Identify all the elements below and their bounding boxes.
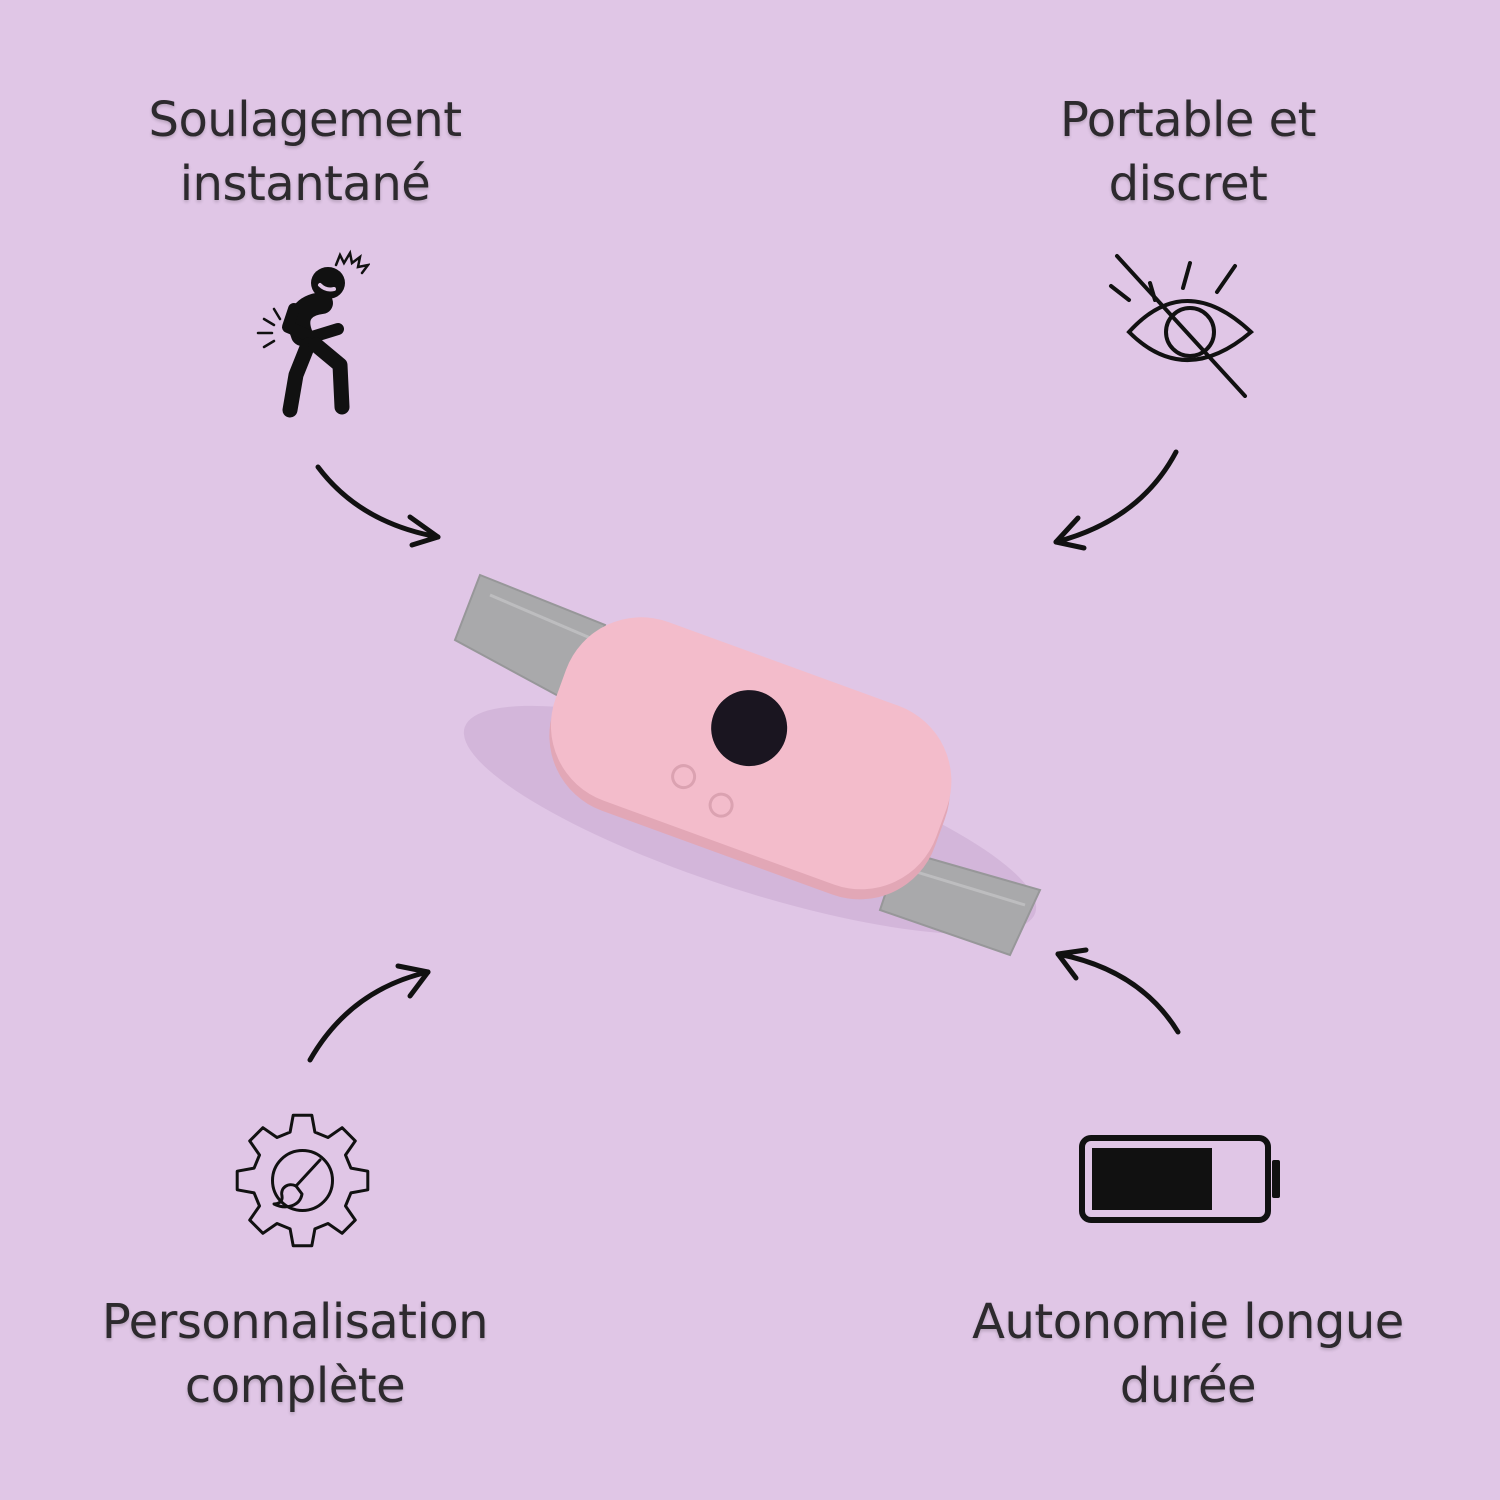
arrow-top-left xyxy=(315,464,441,548)
arrow-bottom-left xyxy=(307,963,431,1063)
feature-label-portable-discreet: Portable et discret xyxy=(908,88,1468,216)
stomach-pain-person-icon xyxy=(256,249,370,418)
gear-brush-icon xyxy=(235,1113,370,1248)
power-button[interactable] xyxy=(670,762,698,790)
feature-label-line: Soulagement xyxy=(148,92,462,148)
eye-slash-icon xyxy=(1109,254,1255,398)
feature-label-customization: Personnalisation complète xyxy=(15,1290,575,1418)
feature-label-battery-life: Autonomie longue durée xyxy=(908,1290,1468,1418)
feature-label-line: discret xyxy=(1108,156,1268,212)
feature-label-line: durée xyxy=(1119,1358,1257,1414)
feature-label-instant-relief: Soulagement instantané xyxy=(25,88,585,216)
feature-label-line: Autonomie longue xyxy=(972,1294,1404,1350)
feature-label-line: Portable et xyxy=(1059,92,1317,148)
battery-icon xyxy=(1079,1135,1280,1223)
feature-label-line: complète xyxy=(184,1358,406,1414)
arrow-top-right xyxy=(1053,449,1179,551)
heating-belt-device xyxy=(453,573,1042,957)
device-display xyxy=(711,690,788,767)
mode-button[interactable] xyxy=(707,791,735,819)
feature-label-line: instantané xyxy=(179,156,431,212)
feature-label-line: Personnalisation xyxy=(101,1294,489,1350)
arrow-bottom-right xyxy=(1055,947,1181,1035)
